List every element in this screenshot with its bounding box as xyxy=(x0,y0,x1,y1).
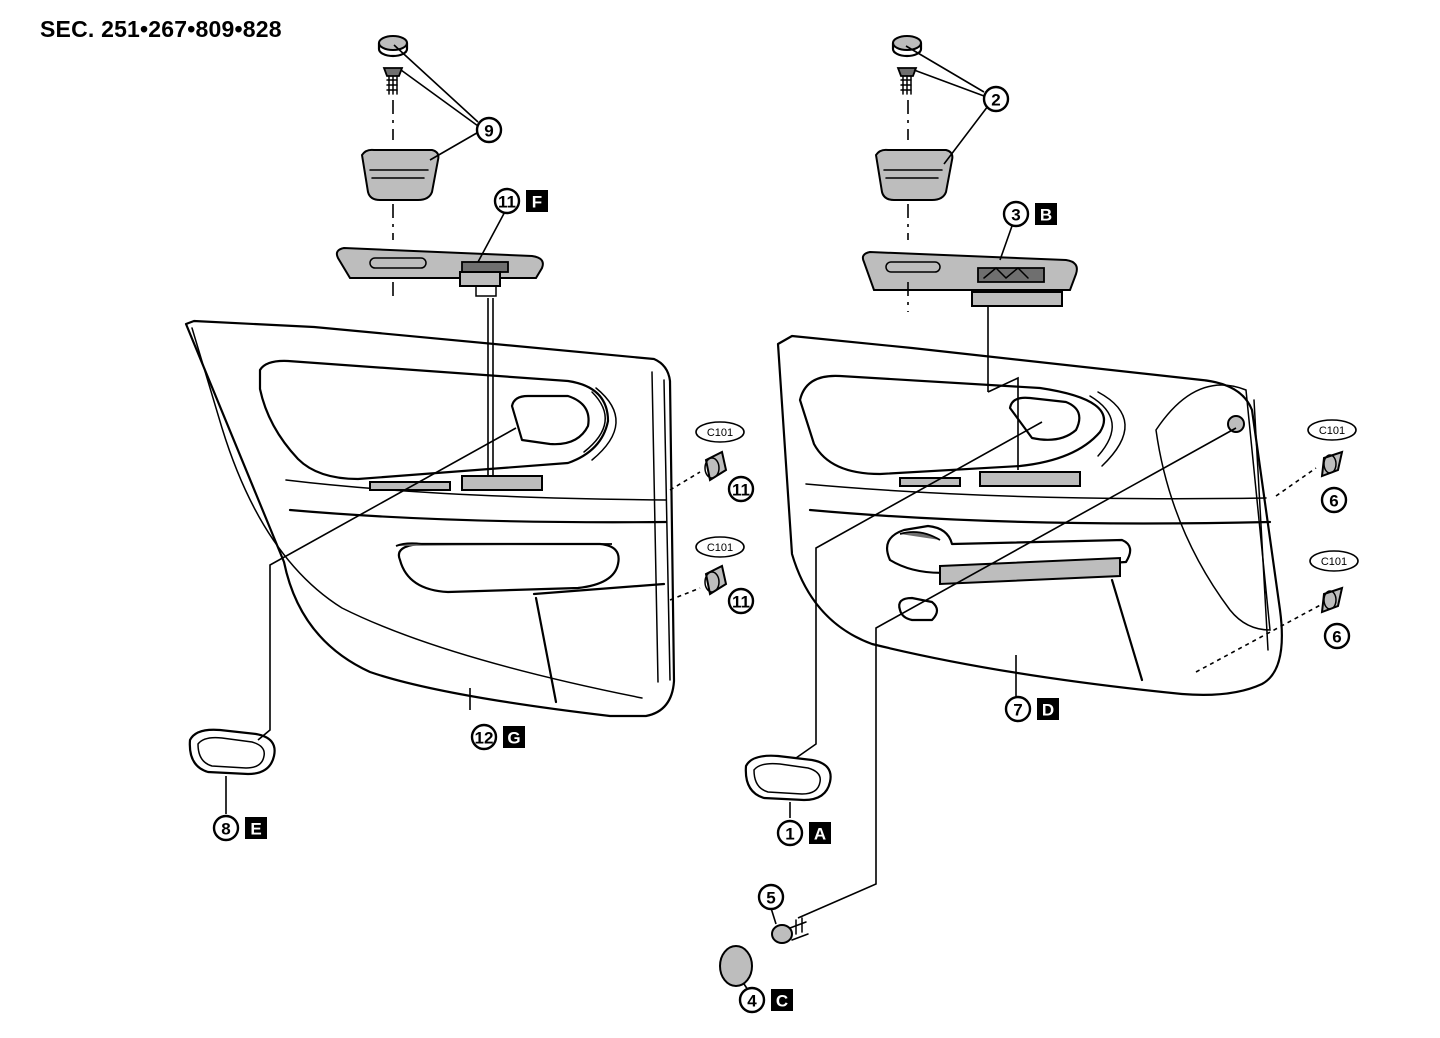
clip-part xyxy=(704,450,728,482)
front-door-trim-panel xyxy=(776,334,1283,696)
clip-part xyxy=(704,564,728,596)
callout-c12: 12 G xyxy=(470,723,525,751)
clip-tag-label: C101 xyxy=(1321,556,1347,568)
power-window-switch-finisher xyxy=(861,250,1078,307)
clip-part xyxy=(1320,450,1344,478)
callout-c5: 5 xyxy=(757,883,785,911)
callout-number: 8 xyxy=(221,820,230,839)
clip-tag: C101 xyxy=(1307,419,1357,441)
clip-tag: C101 xyxy=(695,536,745,558)
callout-letter-box xyxy=(771,989,793,1011)
callout-c11a: 11 xyxy=(727,475,755,503)
front-door-assembly xyxy=(393,35,1344,991)
callout-number: 6 xyxy=(1332,628,1341,647)
clip-tag: C101 xyxy=(1309,550,1359,572)
clip-tag-outline xyxy=(695,536,745,558)
callout-number: 2 xyxy=(991,91,1000,110)
callout-c9: 9 xyxy=(475,116,503,144)
callout-circle xyxy=(493,187,521,215)
callout-number: 6 xyxy=(1329,492,1338,511)
callout-circle xyxy=(776,819,804,847)
rear-door-assembly xyxy=(184,35,728,814)
screw-part xyxy=(896,67,918,95)
callout-circle xyxy=(727,587,755,615)
callout-circle xyxy=(1320,486,1348,514)
callout-number: 11 xyxy=(732,593,750,612)
callout-letter: F xyxy=(532,193,542,212)
callout-letter-box xyxy=(503,726,525,748)
section-title: SEC. 251•267•809•828 xyxy=(40,16,282,42)
clip-tag-outline xyxy=(1307,419,1357,441)
callout-number: 5 xyxy=(766,889,775,908)
clip-tag-label: C101 xyxy=(1319,425,1345,437)
callout-letter: D xyxy=(1042,701,1054,720)
screw-part xyxy=(382,67,404,95)
inside-handle-escutcheon xyxy=(744,754,832,802)
callout-letter-box xyxy=(1035,203,1057,225)
clip-tag-label: C101 xyxy=(707,542,733,554)
inside-handle-escutcheon xyxy=(188,728,276,776)
callout-number: 12 xyxy=(475,729,494,748)
callout-circle xyxy=(1004,695,1032,723)
callout-number: 11 xyxy=(732,481,750,500)
clip-part xyxy=(1320,586,1344,614)
rear-door-trim-panel xyxy=(184,319,676,718)
clip-tag-outline xyxy=(695,421,745,443)
callout-circle xyxy=(738,986,766,1014)
callout-letter: E xyxy=(250,820,261,839)
switch-finisher xyxy=(335,246,544,297)
callout-c11f: 11 F xyxy=(493,187,548,215)
callout-letter-box xyxy=(245,817,267,839)
callout-letter: C xyxy=(776,992,788,1011)
clip-tag: C101 xyxy=(695,421,745,443)
callout-circle xyxy=(982,85,1010,113)
callout-letter-box xyxy=(526,190,548,212)
callout-number: 1 xyxy=(785,825,794,844)
callout-circle xyxy=(757,883,785,911)
callout-letter-box xyxy=(1037,698,1059,720)
callout-c11b: 11 xyxy=(727,587,755,615)
pull-handle-cup xyxy=(360,148,440,201)
callout-letter-box xyxy=(809,822,831,844)
callout-number: 4 xyxy=(747,992,757,1011)
callout-circle xyxy=(1323,622,1351,650)
callout-c6a: 6 xyxy=(1320,486,1348,514)
callout-number: 11 xyxy=(498,193,516,212)
callout-circle xyxy=(1002,200,1030,228)
callout-letter: G xyxy=(507,729,520,748)
callout-letter: A xyxy=(814,825,826,844)
callout-circle xyxy=(470,723,498,751)
callout-circle xyxy=(212,814,240,842)
callout-number: 9 xyxy=(484,122,493,141)
clip-tag-outline xyxy=(1309,550,1359,572)
callout-letter: B xyxy=(1040,206,1052,225)
callout-c6b: 6 xyxy=(1323,622,1351,650)
clip-tag-label: C101 xyxy=(707,427,733,439)
callout-c2: 2 xyxy=(982,85,1010,113)
callout-number: 7 xyxy=(1013,701,1022,720)
callout-circle xyxy=(475,116,503,144)
pull-handle-cup xyxy=(874,148,954,201)
cap-part xyxy=(719,945,753,987)
screw-grommet xyxy=(1227,415,1245,433)
cap-part xyxy=(377,35,409,58)
cap-part xyxy=(891,35,923,58)
callout-number: 3 xyxy=(1011,206,1020,225)
screw-part xyxy=(771,917,809,944)
callout-circle xyxy=(727,475,755,503)
